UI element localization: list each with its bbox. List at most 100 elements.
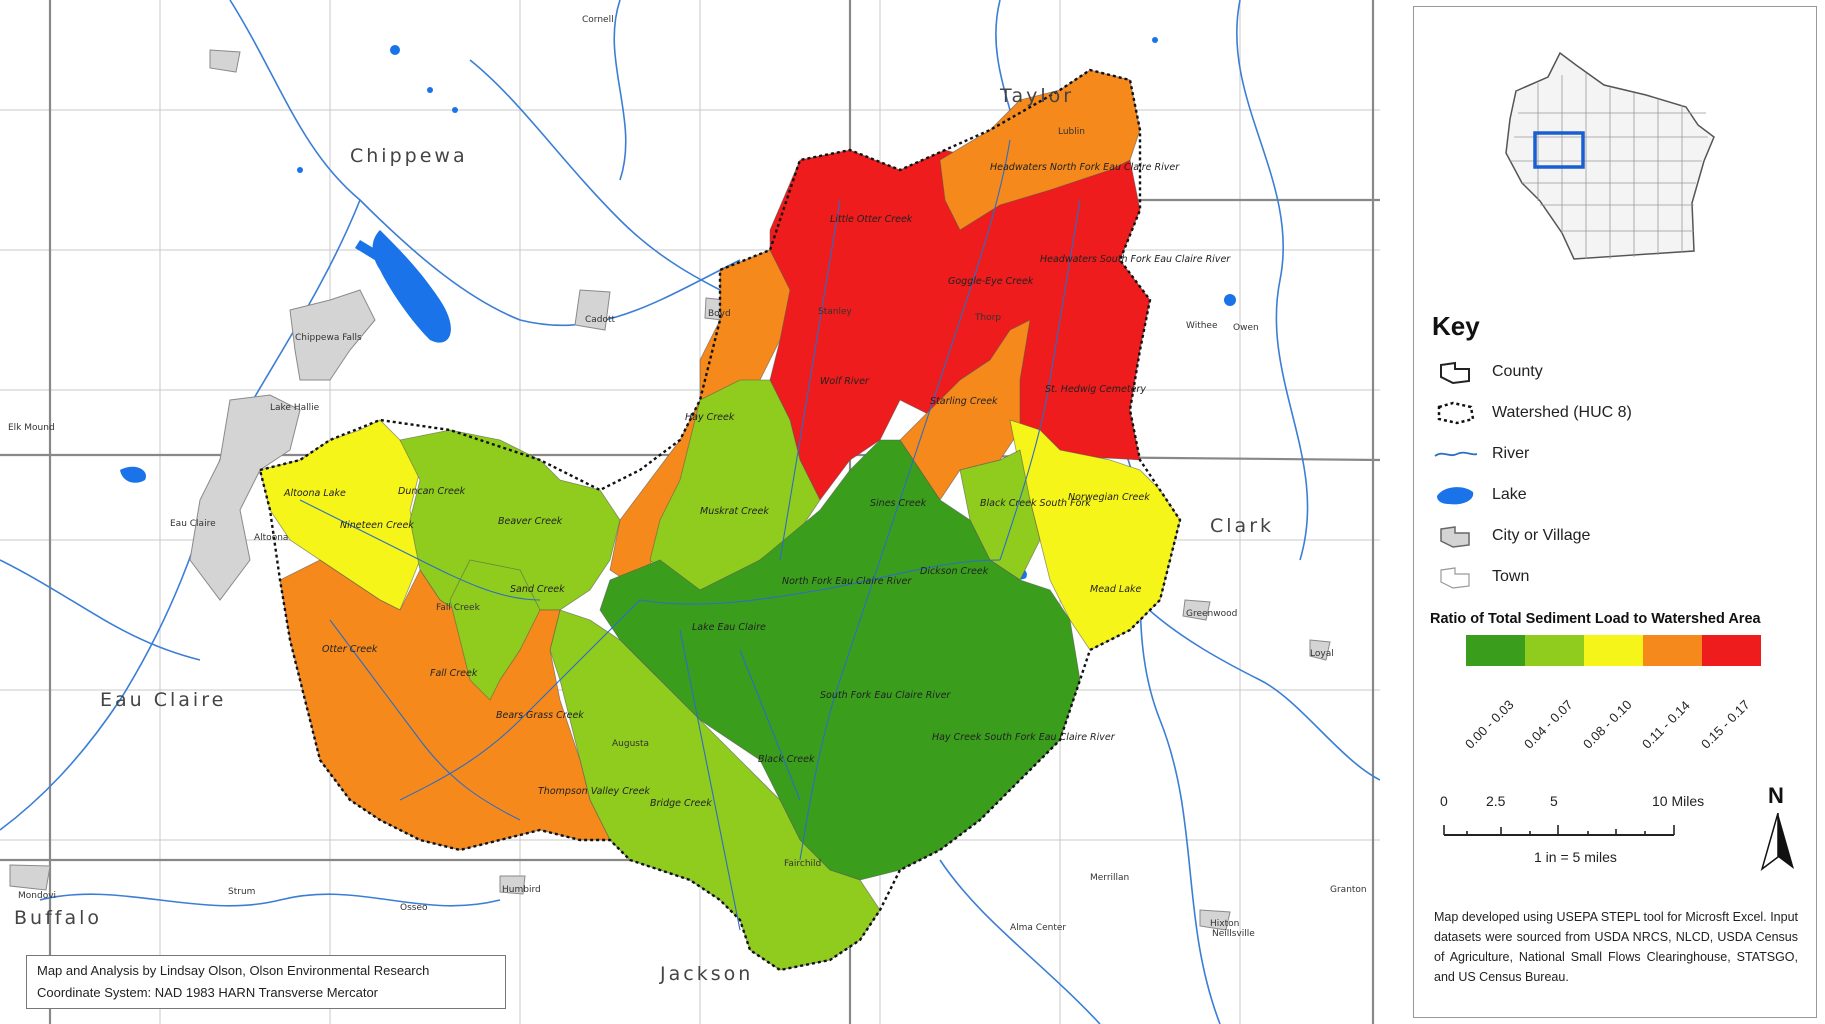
town-label: Lake Hallie <box>270 403 320 413</box>
city-icon <box>1432 522 1478 550</box>
town-label: Neillsville <box>1212 929 1255 939</box>
town-label: Merrillan <box>1090 873 1129 883</box>
subwatershed-label: Nineteen Creek <box>340 520 414 531</box>
town-label: Elk Mound <box>8 423 55 433</box>
lake-icon <box>1432 481 1478 509</box>
town-label: Boyd <box>708 309 731 319</box>
ratio-swatch <box>1702 635 1761 666</box>
town-icon <box>1432 563 1478 591</box>
subwatershed-label: Headwaters South Fork Eau Claire River <box>1040 254 1231 265</box>
legend-item-lake: Lake <box>1432 480 1527 510</box>
subwatershed-labels: Headwaters North Fork Eau Claire River L… <box>283 162 1231 809</box>
legend-item-river: River <box>1432 439 1529 469</box>
sediment-ratio-title: Ratio of Total Sediment Load to Watershe… <box>1430 611 1761 627</box>
watershed-boundary <box>258 68 1182 972</box>
town-label: Humbird <box>502 885 541 895</box>
subwatershed-label: North Fork Eau Claire River <box>782 576 912 587</box>
subwatershed-label: Lake Eau Claire <box>692 622 766 633</box>
county-label: Buffalo <box>14 907 102 929</box>
ratio-range-label: 0.04 - 0.07 <box>1521 697 1576 752</box>
town-label: Chippewa Falls <box>295 333 362 343</box>
credits-coordinate-system: Coordinate System: NAD 1983 HARN Transve… <box>37 985 379 1000</box>
subwatershed-label: St. Hedwig Cemetery <box>1045 384 1146 395</box>
subwatershed-label: Hay Creek South Fork Eau Claire River <box>932 732 1116 743</box>
subwatershed-label: Black Creek <box>758 754 815 765</box>
town-label: Fairchild <box>784 859 821 869</box>
subwatershed-label: Hay Creek <box>685 412 735 423</box>
subwatershed-label: Mead Lake <box>1090 584 1142 595</box>
legend-item-county: County <box>1432 357 1543 387</box>
subwatershed-label: Little Otter Creek <box>830 214 913 225</box>
ratio-range-label: 0.11 - 0.14 <box>1639 697 1693 752</box>
subwatershed-label: Thompson Valley Creek <box>538 786 650 797</box>
county-labels: Chippewa Taylor Eau Claire Clark Jackson… <box>14 85 1274 985</box>
town-label: Granton <box>1330 885 1367 895</box>
town-labels: Cornell Lublin Boyd Stanley Cadott Thorp… <box>8 15 1367 939</box>
data-sources-note: Map developed using USEPA STEPL tool for… <box>1434 910 1798 984</box>
subwatershed-label: Altoona Lake <box>283 488 346 499</box>
subwatershed-label: Wolf River <box>820 376 870 387</box>
legend-item-watershed: Watershed (HUC 8) <box>1432 398 1632 428</box>
town-label: Thorp <box>974 313 1001 323</box>
town-label: Strum <box>228 887 255 897</box>
ratio-range-label: 0.00 - 0.03 <box>1462 697 1517 752</box>
county-label: Eau Claire <box>100 689 226 711</box>
subwatershed-label: Sines Creek <box>870 498 927 509</box>
town-label: Greenwood <box>1186 609 1237 619</box>
town-label: Withee <box>1186 321 1218 331</box>
county-label: Jackson <box>659 963 753 985</box>
ratio-swatch <box>1525 635 1584 666</box>
legend-item-city: City or Village <box>1432 521 1590 551</box>
map-area[interactable]: Chippewa Taylor Eau Claire Clark Jackson… <box>0 0 1380 1024</box>
scale-bar: 0 2.5 5 10 Miles 1 in = 5 miles <box>1440 793 1705 865</box>
town-label: Cadott <box>585 315 616 325</box>
map-credits: Map and Analysis by Lindsay Olson, Olson… <box>26 955 506 1009</box>
watershed-icon <box>1432 399 1478 427</box>
ratio-range-label: 0.08 - 0.10 <box>1580 697 1635 752</box>
county-label: Taylor <box>999 85 1074 107</box>
town-label: Alma Center <box>1010 923 1066 933</box>
river-icon <box>1432 440 1478 468</box>
town-label: Altoona <box>254 533 288 543</box>
inset-highlight <box>1533 131 1585 169</box>
streams <box>299 139 1081 931</box>
subwatershed-label: Sand Creek <box>510 584 565 595</box>
subwatershed-label: Dickson Creek <box>920 566 989 577</box>
town-label: Fall Creek <box>436 603 481 613</box>
ratio-swatch <box>1643 635 1702 666</box>
ratio-range-label: 0.15 - 0.17 <box>1698 697 1753 752</box>
town-label: Augusta <box>612 739 649 749</box>
subwatershed-label: Muskrat Creek <box>700 506 769 517</box>
wisconsin-inset-map <box>1505 51 1715 260</box>
subwatershed-label: Headwaters North Fork Eau Claire River <box>990 162 1180 173</box>
town-label: Osseo <box>400 903 428 913</box>
subwatersheds <box>259 69 1181 971</box>
town-label: Owen <box>1233 323 1259 333</box>
town-label: Mondovi <box>18 891 56 901</box>
subwatershed-label: Bears Grass Creek <box>496 710 584 721</box>
subwatershed-label: Norwegian Creek <box>1068 492 1150 503</box>
legend-panel: Key County Watershed (HUC 8) River Lake … <box>1413 6 1817 1018</box>
subwatershed-label: Black Creek South Fork <box>980 498 1091 509</box>
subwatershed-label: Bridge Creek <box>650 798 712 809</box>
county-label: Clark <box>1210 515 1274 537</box>
town-label: Eau Claire <box>170 519 216 529</box>
county-icon <box>1432 358 1478 386</box>
town-label: Stanley <box>818 307 852 317</box>
subwatershed-label: Fall Creek <box>430 668 478 679</box>
north-arrow: N <box>1754 783 1804 873</box>
legend-item-town: Town <box>1432 562 1529 592</box>
subwatershed-label: Beaver Creek <box>498 516 563 527</box>
town-label: Loyal <box>1310 649 1334 659</box>
ratio-swatch <box>1584 635 1643 666</box>
county-label: Chippewa <box>350 145 468 167</box>
ratio-swatch <box>1466 635 1525 666</box>
subwatershed-label: Goggle-Eye Creek <box>948 276 1034 287</box>
subwatershed-label: Starling Creek <box>930 396 998 407</box>
north-arrow-icon <box>1760 813 1794 871</box>
legend-title: Key <box>1432 311 1480 341</box>
town-label: Hixton <box>1210 919 1239 929</box>
credits-author: Map and Analysis by Lindsay Olson, Olson… <box>37 963 430 978</box>
subwatershed-label: Otter Creek <box>322 644 378 655</box>
sediment-ratio-swatches <box>1466 635 1761 666</box>
